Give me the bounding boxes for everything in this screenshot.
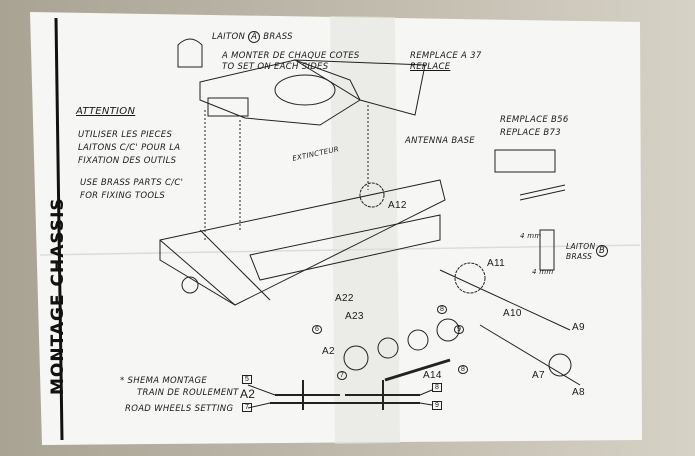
road-wheel bbox=[377, 337, 399, 359]
attention-en-2: FOR FIXING TOOLS bbox=[80, 191, 166, 201]
box-5: 5 bbox=[242, 375, 253, 384]
road-wheels-fr-1: * SHEMA MONTAGE bbox=[120, 376, 208, 386]
callout-9: 9 bbox=[454, 325, 465, 334]
brass-bracket-b bbox=[539, 229, 555, 271]
box-7: 7 bbox=[242, 403, 253, 412]
part-label-a9: A9 bbox=[572, 322, 585, 333]
engine-deck bbox=[207, 97, 249, 117]
attention-heading: ATTENTION bbox=[76, 106, 136, 117]
part-label-a7: A7 bbox=[532, 370, 545, 381]
callout-8-lower: 8 bbox=[458, 365, 469, 374]
callout-6: 6 bbox=[312, 325, 323, 334]
attention-en-1: USE BRASS PARTS C/C' bbox=[80, 178, 184, 188]
part-label-a14: A14 bbox=[423, 370, 442, 381]
road-wheel bbox=[343, 345, 369, 371]
paper-fold-shadow bbox=[330, 16, 400, 444]
callout-7: 7 bbox=[337, 371, 348, 380]
tool-replace-b73 bbox=[494, 149, 556, 173]
attention-fr-1: UTILISER LES PIECES bbox=[78, 130, 173, 140]
brass-b-en: BRASS bbox=[566, 252, 593, 261]
exploded-diagram bbox=[159, 38, 581, 410]
part-label-a2: A2 bbox=[322, 346, 335, 357]
part-label-a10: A10 bbox=[503, 308, 522, 319]
road-wheels-fr-2: TRAIN DE ROULEMENT bbox=[137, 388, 239, 398]
box-9: 9 bbox=[432, 401, 443, 410]
brass-a-letter: A bbox=[248, 31, 261, 43]
road-wheels-en: ROAD WHEELS SETTING bbox=[125, 404, 234, 414]
turret-plate bbox=[293, 59, 426, 116]
hull-hatch bbox=[181, 276, 199, 294]
turret-hatch bbox=[274, 74, 336, 106]
hull bbox=[159, 179, 446, 306]
callout-8: 8 bbox=[437, 305, 448, 314]
road-wheel bbox=[407, 329, 429, 351]
brass-b-letter: B bbox=[596, 245, 609, 257]
brass-tool-bracket bbox=[177, 38, 203, 68]
sprocket-a11 bbox=[454, 262, 486, 294]
brass-a-fr: LAITON bbox=[212, 32, 246, 42]
attention-fr-3: FIXATION DES OUTILS bbox=[78, 156, 177, 166]
brass-a-en: BRASS bbox=[263, 32, 293, 42]
road-wheel-a7 bbox=[548, 353, 572, 377]
dimension-4mm-bottom: 4 mm bbox=[532, 268, 554, 276]
part-label-a8: A8 bbox=[572, 387, 585, 398]
replace-a37-fr: REMPLACE A 37 bbox=[410, 51, 482, 61]
replace-b73-en: REPLACE B73 bbox=[500, 128, 561, 138]
brass-b-fr: LAITON bbox=[566, 242, 596, 251]
antenna-base-label: ANTENNA BASE bbox=[405, 136, 475, 146]
part-label-a11: A11 bbox=[487, 258, 505, 269]
replace-b56-fr: REMPLACE B56 bbox=[500, 115, 569, 125]
attention-fr-2: LAITONS C/C' POUR LA bbox=[78, 143, 181, 153]
margin-line bbox=[54, 17, 64, 441]
replace-a37-en: REPLACE bbox=[410, 62, 451, 72]
suspension-rail bbox=[249, 214, 441, 281]
sheet-title: MONTAGE CHASSIS bbox=[48, 197, 68, 395]
brass-a-label: LAITON A BRASS bbox=[212, 31, 293, 43]
each-side-en: TO SET ON EACH SIDES bbox=[222, 62, 329, 72]
dimension-4mm-top: 4 mm bbox=[520, 232, 542, 240]
part-label-a22: A22 bbox=[335, 293, 354, 304]
part-label-a12: A12 bbox=[388, 200, 407, 211]
box-8: 8 bbox=[432, 383, 443, 392]
each-side-fr: A MONTER DE CHAQUE COTES bbox=[222, 51, 360, 61]
part-label-a23: A23 bbox=[345, 311, 364, 322]
road-wheels-part-a2: A2 bbox=[240, 387, 256, 401]
idler bbox=[359, 182, 385, 208]
